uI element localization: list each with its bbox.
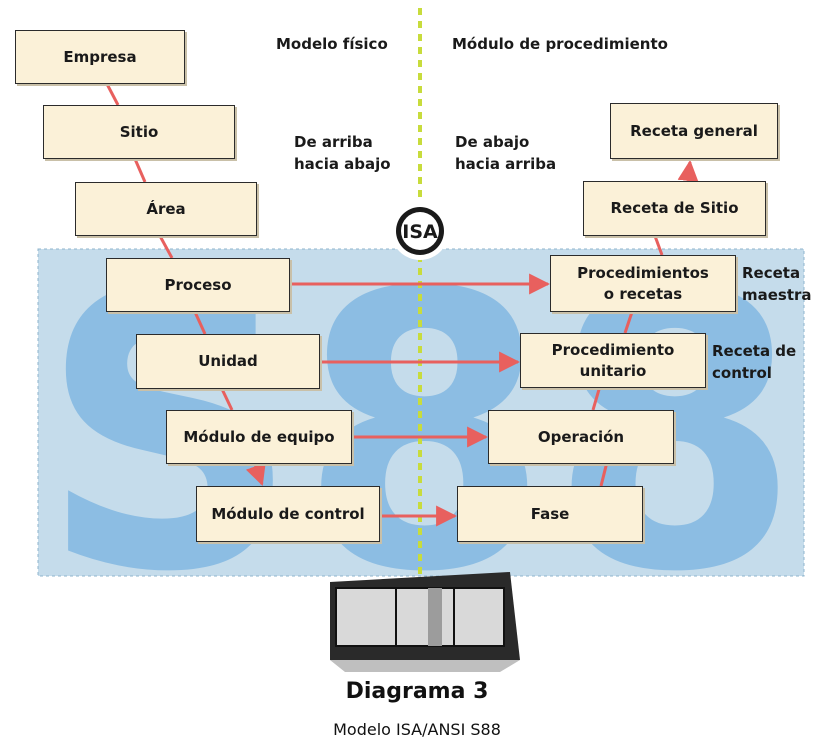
box-receta-sitio: Receta de Sitio [583, 181, 766, 236]
box-operacion: Operación [488, 410, 674, 464]
bottom-up-label: De abajo hacia arriba [455, 133, 557, 173]
box-procedimientos-recetas: Procedimientos o recetas [550, 255, 736, 312]
top-down-label: De arriba hacia abajo [294, 133, 391, 173]
box-area: Área [75, 182, 257, 236]
svg-text:ISA: ISA [402, 221, 438, 243]
box-receta-general: Receta general [610, 103, 778, 159]
box-modulo-equipo: Módulo de equipo [166, 410, 352, 464]
box-fase: Fase [457, 486, 643, 542]
box-unidad: Unidad [136, 334, 320, 389]
mapping-arrows [290, 273, 551, 527]
physical-model-header: Modelo físico [276, 35, 388, 53]
caption-title: Diagrama 3 [345, 679, 489, 704]
box-procedimiento-unitario: Procedimiento unitario [520, 333, 706, 388]
box-modulo-control: Módulo de control [196, 486, 380, 542]
procedural-model-header: Módulo de procedimiento [452, 35, 668, 53]
control-recipe-label: Receta de control [712, 342, 797, 382]
box-sitio: Sitio [43, 105, 235, 159]
box-empresa: Empresa [15, 30, 185, 84]
caption-subtitle: Modelo ISA/ANSI S88 [333, 720, 501, 739]
physical-connectors [105, 83, 266, 486]
master-recipe-label: Receta maestra [742, 264, 812, 304]
isa-logo: ISA [391, 202, 449, 260]
box-proceso: Proceso [106, 258, 290, 312]
controller-hardware-illustration [330, 572, 520, 672]
